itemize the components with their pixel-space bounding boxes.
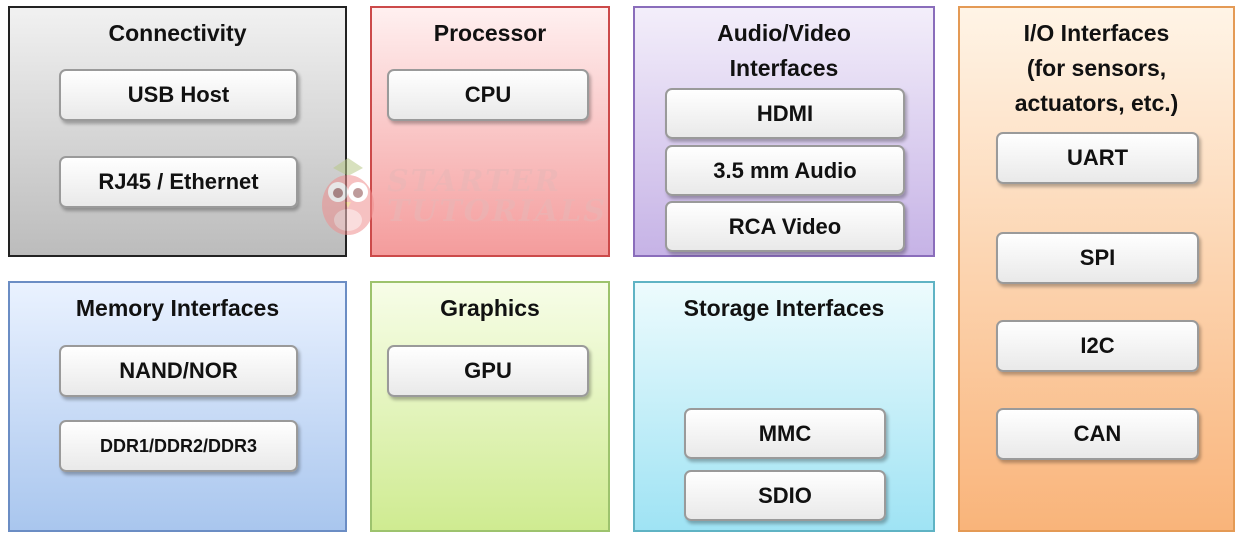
processor-title: Processor [433, 20, 547, 46]
starter-tutorials-watermark: STARTER TUTORIALS [313, 150, 613, 240]
io-interfaces-block: I/O Interfaces (for sensors, actuators, … [958, 6, 1235, 532]
cpu-chip: CPU [387, 69, 589, 121]
io-title-line2: (for sensors, [1026, 55, 1167, 81]
memory-interfaces-block: Memory Interfaces NAND/NOR DDR1/DDR2/DDR… [8, 281, 347, 532]
audio-video-title-line1: Audio/Video [717, 20, 851, 46]
rj45-ethernet-chip: RJ45 / Ethernet [59, 156, 298, 208]
audio-video-title-line2: Interfaces [729, 55, 839, 81]
processor-block: Processor CPU [370, 6, 610, 257]
connectivity-title: Connectivity [108, 20, 247, 46]
owl-logo-icon [322, 158, 374, 235]
gpu-chip: GPU [387, 345, 589, 397]
can-chip: CAN [996, 408, 1199, 460]
spi-chip: SPI [996, 232, 1199, 284]
io-title-line1: I/O Interfaces [1023, 20, 1170, 46]
memory-title: Memory Interfaces [75, 295, 280, 321]
usb-host-chip: USB Host [59, 69, 298, 121]
nand-nor-chip: NAND/NOR [59, 345, 298, 397]
i2c-chip: I2C [996, 320, 1199, 372]
audio-3-5mm-chip: 3.5 mm Audio [665, 145, 905, 196]
audio-video-block: Audio/Video Interfaces HDMI 3.5 mm Audio… [633, 6, 935, 257]
rca-video-chip: RCA Video [665, 201, 905, 252]
graphics-title: Graphics [440, 295, 540, 321]
watermark-line1: STARTER [387, 164, 562, 199]
io-title-line3: actuators, etc.) [1014, 90, 1179, 116]
storage-interfaces-block: Storage Interfaces MMC SDIO [633, 281, 935, 532]
watermark-line2: TUTORIALS [387, 194, 607, 229]
storage-title: Storage Interfaces [683, 295, 885, 321]
ddr-chip: DDR1/DDR2/DDR3 [59, 420, 298, 472]
sdio-chip: SDIO [684, 470, 886, 521]
connectivity-block: Connectivity USB Host RJ45 / Ethernet [8, 6, 347, 257]
hdmi-chip: HDMI [665, 88, 905, 139]
uart-chip: UART [996, 132, 1199, 184]
mmc-chip: MMC [684, 408, 886, 459]
graphics-block: Graphics GPU [370, 281, 610, 532]
